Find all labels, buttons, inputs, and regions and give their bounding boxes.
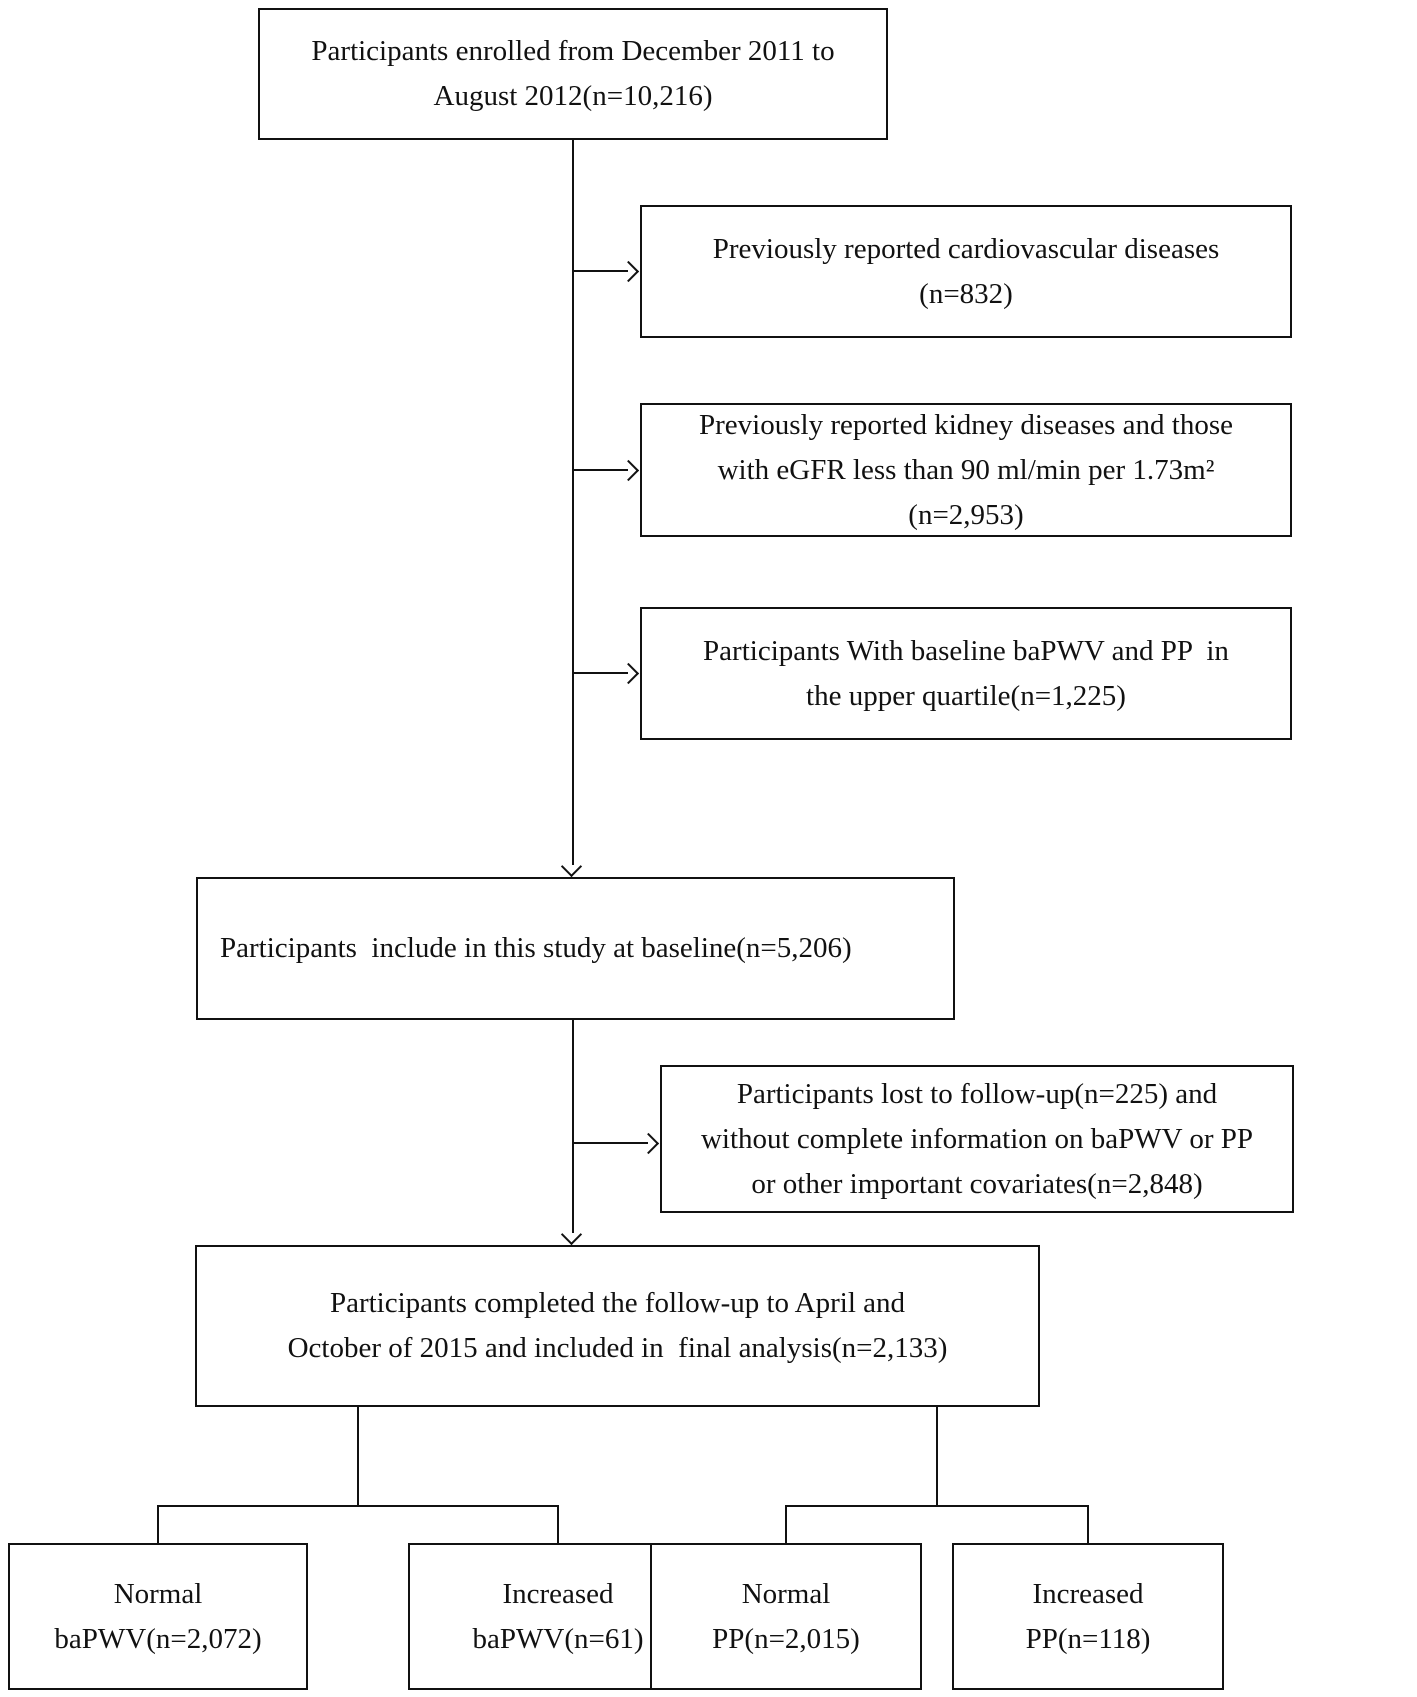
text-line: Previously reported kidney diseases and … <box>699 408 1233 441</box>
text-line: Participants enrolled from December 2011… <box>311 35 835 67</box>
arrowhead-down-baseline <box>560 855 583 878</box>
flow-line-branch-kidney <box>573 469 628 471</box>
flow-line-stub-normal-bapwv <box>157 1505 159 1543</box>
text-line: Increased <box>502 1577 614 1610</box>
flow-line-branch-lost-followup <box>573 1142 648 1144</box>
flow-line-descender-pp <box>936 1407 938 1507</box>
flow-line-tbar-pp <box>785 1505 1089 1507</box>
text-line: Increased <box>1032 1577 1144 1610</box>
box-normal-bapwv: Normal baPWV(n=2,072) <box>8 1543 308 1690</box>
text-line: PP(n=2,015) <box>712 1622 860 1655</box>
text-line: with eGFR less than 90 ml/min per 1.73m² <box>717 453 1215 486</box>
text-line: without complete information on baPWV or… <box>700 1122 1254 1155</box>
text-line: Participants include in this study at ba… <box>220 932 852 964</box>
arrowhead-right-lost-followup <box>637 1132 660 1155</box>
arrowhead-right-kidney <box>617 459 640 482</box>
arrowhead-right-cardiovascular <box>617 260 640 283</box>
box-enrolled: Participants enrolled from December 2011… <box>258 8 888 140</box>
text-line: baPWV(n=2,072) <box>54 1622 262 1655</box>
flow-line-baseline-to-final <box>572 1020 574 1233</box>
box-excluded-upper-quartile: Participants With baseline baPWV and PP … <box>640 607 1292 740</box>
flow-line-tbar-bapwv <box>157 1505 559 1507</box>
flow-line-enrolled-to-baseline <box>572 140 574 865</box>
flow-line-stub-normal-pp <box>785 1505 787 1543</box>
text-line: or other important covariates(n=2,848) <box>751 1167 1203 1200</box>
text-line: August 2012(n=10,216) <box>433 80 713 112</box>
text-line: Normal <box>113 1577 203 1610</box>
text-line: the upper quartile(n=1,225) <box>806 679 1126 712</box>
text-line: PP(n=118) <box>1025 1622 1151 1655</box>
text-line: baPWV(n=61) <box>472 1622 644 1655</box>
box-final-analysis: Participants completed the follow-up to … <box>195 1245 1040 1407</box>
text-line: October of 2015 and included in final an… <box>287 1332 948 1364</box>
text-line: (n=832) <box>919 277 1013 310</box>
flow-line-stub-increased-bapwv <box>557 1505 559 1543</box>
text-line: Participants With baseline baPWV and PP … <box>703 634 1229 667</box>
arrowhead-right-upper-quartile <box>617 662 640 685</box>
text-line: Participants lost to follow-up(n=225) an… <box>736 1077 1218 1110</box>
flow-line-branch-upper-quartile <box>573 672 628 674</box>
flow-line-branch-cardiovascular <box>573 270 628 272</box>
text-line: Previously reported cardiovascular disea… <box>712 232 1220 265</box>
box-baseline-included: Participants include in this study at ba… <box>196 877 955 1020</box>
box-excluded-kidney-egfr: Previously reported kidney diseases and … <box>640 403 1292 537</box>
text-line: (n=2,953) <box>908 498 1024 531</box>
box-lost-followup: Participants lost to follow-up(n=225) an… <box>660 1065 1294 1213</box>
arrowhead-down-final <box>560 1223 583 1246</box>
text-line: Participants completed the follow-up to … <box>329 1287 906 1319</box>
box-excluded-cardiovascular: Previously reported cardiovascular disea… <box>640 205 1292 338</box>
flow-line-descender-bapwv <box>357 1407 359 1507</box>
text-line: Normal <box>741 1577 831 1610</box>
flow-line-stub-increased-pp <box>1087 1505 1089 1543</box>
